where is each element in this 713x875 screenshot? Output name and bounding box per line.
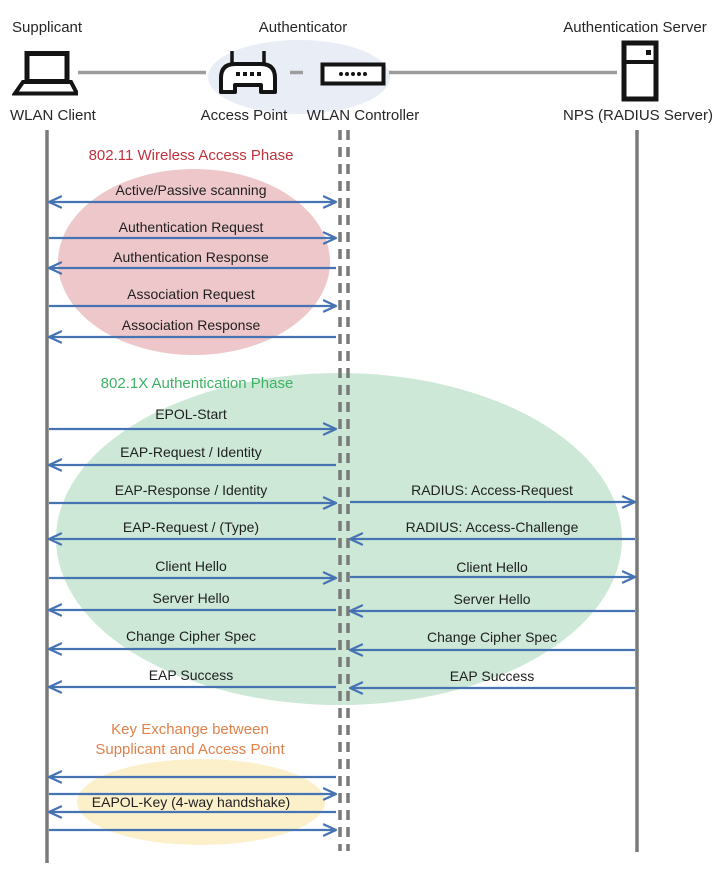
role-supplicant: Supplicant [12,19,83,36]
message-label: Authentication Response [113,249,269,265]
message-label: Client Hello [456,559,528,575]
message-label: RADIUS: Access-Request [411,482,573,498]
message-arrow [47,330,336,344]
message-arrow [350,495,637,509]
message-arrow [47,195,338,209]
node-label-access-point: Access Point [200,107,288,124]
message-label: Server Hello [453,591,531,607]
message-label: RADIUS: Access-Challenge [405,519,579,535]
access-point-icon [219,51,277,94]
message-arrow [350,570,637,584]
phase-key-exchange-title: Key Exchange between Supplicant and Acce… [95,720,285,758]
message-arrow [49,496,338,510]
message-arrow [47,458,336,472]
message-arrow [49,299,338,313]
message-arrow [47,261,336,275]
phase-80211-wireless-access-title: 802.11 Wireless Access Phase [88,146,294,164]
message-label: EAP-Request / (Type) [122,519,260,535]
message-arrow [49,571,338,585]
message-label: EAP-Request / Identity [120,444,262,460]
message-arrow [348,532,635,546]
wlan-controller-icon [320,62,386,86]
message-arrow [47,805,336,819]
role-authenticator: Authenticator [258,19,348,36]
message-label: Authentication Request [118,219,264,235]
phase-80211-wireless-access-ellipse [58,169,330,355]
message-arrow [47,603,336,617]
node-label-wlan-client: WLAN Client [10,107,96,124]
message-arrow [348,643,635,657]
message-label: EAP Success [148,667,234,683]
message-label: Change Cipher Spec [126,628,256,644]
message-arrow [348,604,635,618]
message-arrow [348,681,635,695]
message-label: EPOL-Start [155,406,227,422]
message-arrow [47,532,336,546]
message-label: Association Request [127,286,255,302]
message-label: Client Hello [155,558,227,574]
message-arrow [49,823,338,837]
node-label-nps-radius-server: NPS (RADIUS Server) [562,107,713,124]
server-icon [621,40,659,102]
message-label: Active/Passive scanning [115,182,267,198]
message-arrow [49,787,338,801]
message-label: EAPOL-Key (4-way handshake) [91,794,291,810]
message-label: Server Hello [152,590,230,606]
message-label: Association Response [121,317,261,333]
message-arrow [47,642,336,656]
message-label: Change Cipher Spec [427,629,557,645]
role-authentication-server: Authentication Server [563,19,707,36]
message-label: EAP-Response / Identity [114,482,268,498]
phase-8021x-authentication-title: 802.1X Authentication Phase [100,374,294,392]
message-label: EAP Success [449,668,535,684]
message-arrow [49,422,338,436]
lifeline-wlan-controller [338,130,350,851]
node-label-wlan-controller: WLAN Controller [306,107,420,124]
message-arrow [49,231,338,245]
laptop-icon [12,51,78,96]
message-arrow [47,680,336,694]
message-arrow [47,770,336,784]
